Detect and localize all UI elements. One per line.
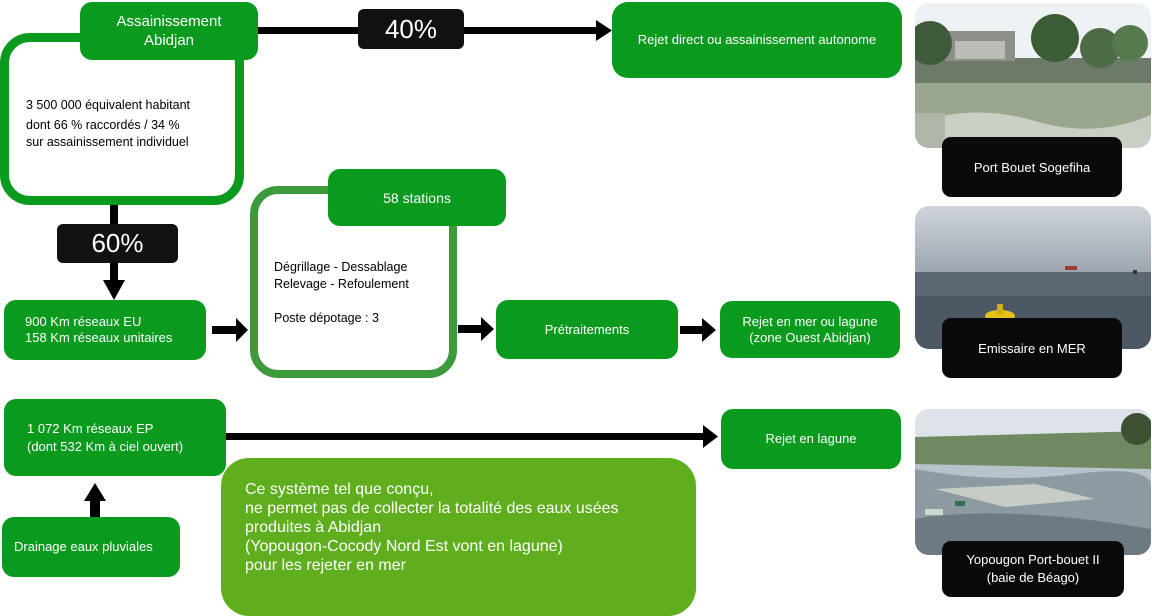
population-line3: sur assainissement individuel (26, 135, 189, 149)
caption-emissaire-label: Emissaire en MER (978, 340, 1086, 356)
caption-port-bouet-label: Port Bouet Sogefiha (973, 159, 1091, 175)
caption-port-bouet: Port Bouet Sogefiha (942, 137, 1122, 197)
port-bouet-image (915, 3, 1151, 148)
reseaux-eu-line2: 158 Km réseaux unitaires (25, 330, 173, 345)
rejet-mer-line2: (zone Ouest Abidjan) (749, 329, 871, 345)
caption-yopougon-line2: (baie de Béago) (986, 570, 1080, 585)
title-line2: Abidjan (143, 32, 195, 49)
photo-port-bouet (915, 3, 1151, 148)
note-box: Ce système tel que conçu, ne permet pas … (221, 458, 696, 616)
title-box: Assainissement Abidjan (80, 2, 258, 60)
yopougon-image (915, 409, 1151, 555)
population-line1: 3 500 000 équivalent habitant (26, 98, 191, 112)
stations-line3: Poste dépotage : 3 (274, 311, 379, 325)
title-line1: Assainissement (116, 13, 222, 30)
note-line2: ne permet pas de collecter la totalité d… (245, 500, 619, 517)
reseaux-eu-box: 900 Km réseaux EU 158 Km réseaux unitair… (4, 300, 206, 360)
pretraitements-label: Prétraitements (544, 321, 630, 337)
note-line4: (Yopougon-Cocody Nord Est vont en lagune… (245, 538, 563, 555)
rejet-lagune-label: Rejet en lagune (765, 431, 857, 446)
rejet-direct-label: Rejet direct ou assainissement autonome (637, 32, 877, 47)
rejet-mer-box: Rejet en mer ou lagune (zone Ouest Abidj… (720, 301, 900, 358)
drainage-box: Drainage eaux pluviales (2, 517, 180, 577)
pretraitements-box: Prétraitements (496, 300, 678, 359)
photo-yopougon (915, 409, 1151, 555)
population-line2: dont 66 % raccordés / 34 % (26, 118, 180, 132)
pct-down-badge: 60% (57, 224, 178, 263)
rejet-lagune-box: Rejet en lagune (721, 409, 901, 469)
reseaux-ep-line1: 1 072 Km réseaux EP (27, 420, 154, 436)
stations-title: 58 stations (383, 189, 451, 206)
pct-down-label: 60% (91, 228, 144, 258)
reseaux-eu-line1: 900 Km réseaux EU (25, 314, 142, 329)
caption-yopougon: Yopougon Port-bouet II (baie de Béago) (942, 541, 1124, 597)
note-line1: Ce système tel que conçu, (245, 481, 434, 498)
pct-top-label: 40% (384, 13, 438, 44)
note-line5: pour les rejeter en mer (245, 557, 406, 574)
pct-top-badge: 40% (358, 9, 464, 49)
caption-emissaire: Emissaire en MER (942, 318, 1122, 378)
rejet-direct-box: Rejet direct ou assainissement autonome (612, 2, 902, 78)
stations-line1: Dégrillage - Dessablage (274, 260, 408, 274)
reseaux-ep-line2: (dont 532 Km à ciel ouvert) (27, 438, 184, 454)
rejet-mer-line1: Rejet en mer ou lagune (742, 313, 878, 329)
note-line3: produites à Abidjan (245, 519, 382, 536)
drainage-label: Drainage eaux pluviales (14, 539, 153, 554)
stations-title-box: 58 stations (328, 169, 506, 226)
stations-line2: Relevage - Refoulement (274, 277, 409, 291)
caption-yopougon-line1: Yopougon Port-bouet II (966, 552, 1100, 567)
reseaux-ep-box: 1 072 Km réseaux EP (dont 532 Km à ciel … (4, 399, 226, 476)
